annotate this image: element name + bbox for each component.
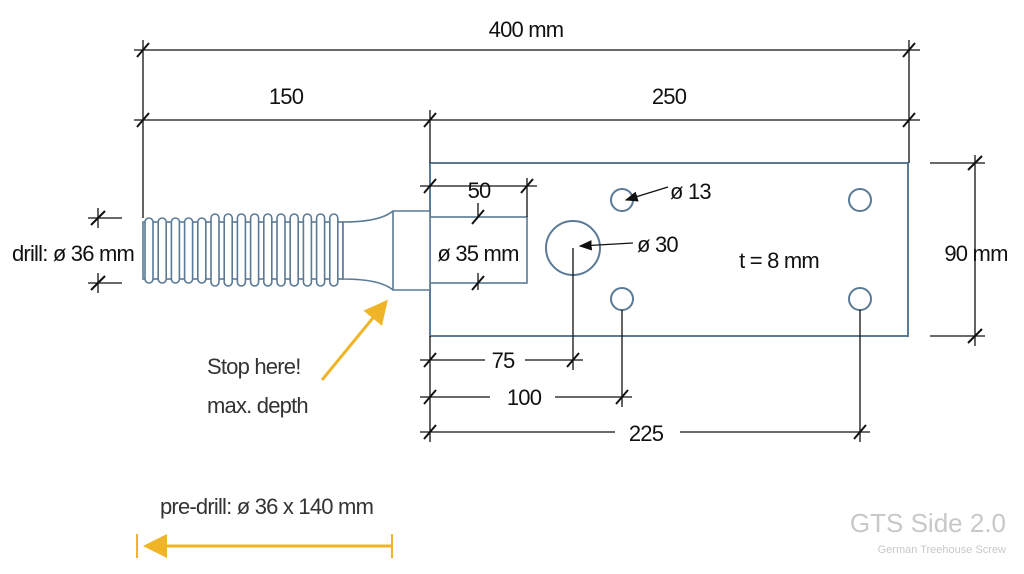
stub-length-label: 50 xyxy=(468,178,491,203)
stub-diameter-label: ø 35 mm xyxy=(437,241,518,266)
drill-diameter-label: drill: ø 36 mm xyxy=(12,241,134,266)
thread-rib xyxy=(276,213,286,287)
thread-rib xyxy=(236,213,247,287)
thread-rib xyxy=(302,213,313,287)
thread-rib xyxy=(183,217,194,284)
big-hole-label: ø 30 xyxy=(637,232,678,257)
thread-rib xyxy=(223,213,233,287)
thread-rib xyxy=(289,213,300,287)
stop-note-line1: Stop here! xyxy=(207,354,301,379)
small-hole xyxy=(848,287,872,311)
screw xyxy=(142,210,528,291)
screw-neck xyxy=(342,210,431,291)
thread-rib xyxy=(328,213,339,287)
thread-rib xyxy=(157,217,167,284)
dimension-lines xyxy=(88,40,985,442)
small-hole xyxy=(610,188,634,212)
predrill-note: pre-drill: ø 36 x 140 mm xyxy=(160,494,373,519)
thread-rib xyxy=(144,217,154,284)
plate-length-label: 250 xyxy=(652,84,687,109)
predrill-arrow xyxy=(136,534,393,558)
brand-title: GTS Side 2.0 xyxy=(850,508,1006,538)
hole-row1-offset-label: 100 xyxy=(507,385,542,410)
thread-rib xyxy=(170,217,181,284)
thread-rib xyxy=(262,213,273,287)
hole-row2-offset-label: 225 xyxy=(629,421,664,446)
thread-rib xyxy=(249,213,260,287)
brand-subtitle: German Treehouse Screw xyxy=(878,544,1006,556)
stop-note-line2: max. depth xyxy=(207,393,308,418)
screw-length-label: 150 xyxy=(269,84,304,109)
stub xyxy=(429,216,528,284)
plate-height-label: 90 mm xyxy=(944,241,1007,266)
thread-rib xyxy=(315,213,326,287)
small-hole xyxy=(848,188,872,212)
small-hole-label: ø 13 xyxy=(670,179,711,204)
big-hole-offset-label: 75 xyxy=(492,348,515,373)
thread-rib xyxy=(197,217,207,284)
thickness-label: t = 8 mm xyxy=(739,248,819,273)
thread-rib xyxy=(210,213,220,287)
small-hole xyxy=(610,287,634,311)
total-length-label: 400 mm xyxy=(489,17,564,42)
stop-arrow xyxy=(320,299,388,381)
